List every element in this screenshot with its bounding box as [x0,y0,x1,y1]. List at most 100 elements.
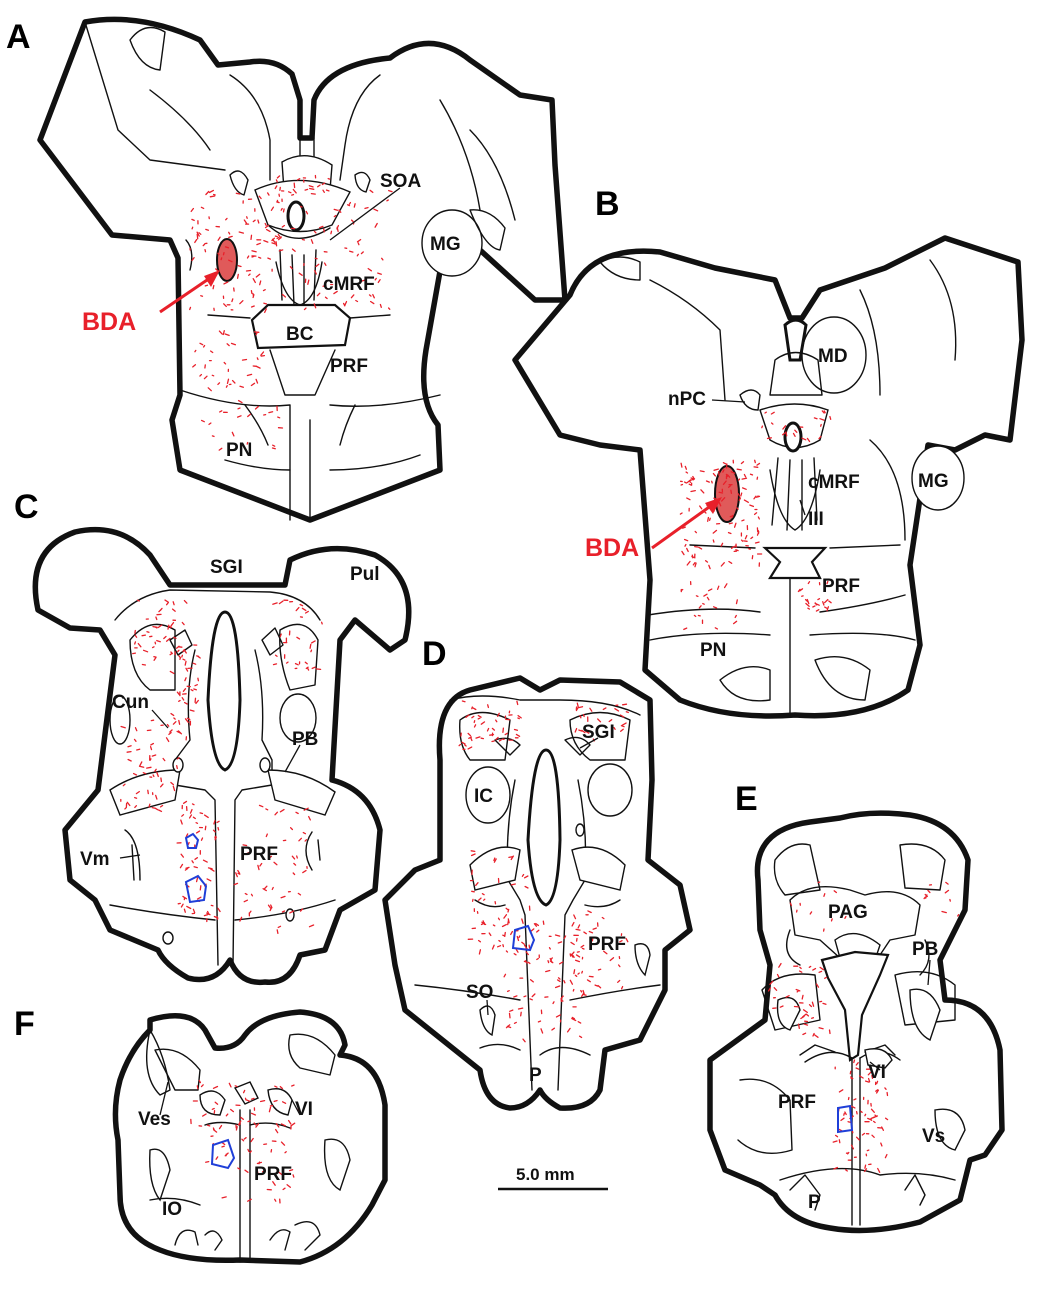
panel-f-retrograde-region [210,1138,236,1170]
labeled-fiber-mark [692,562,696,566]
labeled-fiber-mark [155,616,158,621]
labeled-fiber-mark [247,1198,252,1202]
labeled-fiber-mark [743,499,749,503]
labeled-fiber-mark [806,437,811,443]
labeled-fiber-mark [191,803,195,806]
labeled-fiber-mark [152,774,155,778]
labeled-fiber-mark [163,635,167,640]
labeled-fiber-mark [736,468,742,471]
labeled-fiber-mark [212,284,215,290]
labeled-fiber-mark [851,1105,856,1109]
labeled-fiber-mark [754,541,760,544]
labeled-fiber-mark [467,732,472,737]
labeled-fiber-mark [740,492,743,497]
labeled-fiber-mark [498,739,502,742]
labeled-fiber-mark [180,903,184,908]
labeled-fiber-mark [207,387,212,392]
panel-a-injection-site [216,238,238,282]
labeled-fiber-mark [756,462,761,466]
labeled-fiber-mark [165,737,170,743]
labeled-fiber-mark [218,330,223,335]
labeled-fiber-mark [325,189,330,192]
labeled-fiber-mark [245,1099,251,1102]
labeled-fiber-mark [811,1001,815,1007]
labeled-fiber-mark [782,425,787,430]
labeled-fiber-mark [782,432,786,436]
labeled-fiber-mark [801,994,804,1000]
labeled-fiber-mark [738,497,742,502]
labeled-fiber-mark [792,432,796,437]
labeled-fiber-mark [584,730,590,734]
labeled-fiber-mark [132,772,138,776]
labeled-fiber-mark [737,478,741,481]
labeled-fiber-mark [159,783,164,788]
labeled-fiber-mark [276,175,281,179]
labeled-fiber-mark [573,969,576,975]
labeled-fiber-mark [226,343,230,347]
labeled-fiber-mark [135,790,140,795]
labeled-fiber-mark [855,1136,861,1141]
labeled-fiber-mark [196,233,199,240]
labeled-fiber-mark [147,789,149,795]
labeled-fiber-mark [804,598,809,603]
labeled-fiber-mark [575,954,581,958]
labeled-fiber-mark [621,703,628,706]
labeled-fiber-mark [262,289,266,292]
panel-c-retrograde-region-2 [184,874,208,904]
labeled-fiber-mark [238,231,245,234]
labeled-fiber-mark [258,256,262,259]
labeled-fiber-mark [840,1117,845,1122]
labeled-fiber-mark [200,206,205,210]
labeled-fiber-mark [536,957,539,961]
labeled-fiber-mark [250,1112,257,1116]
labeled-fiber-mark [749,504,755,508]
labeled-fiber-mark [333,290,338,295]
labeled-fiber-mark [488,932,492,937]
labeled-fiber-mark [727,484,732,488]
labeled-fiber-mark [356,238,362,243]
labeled-fiber-mark [178,699,181,702]
labeled-fiber-mark [243,1137,247,1140]
labeled-fiber-mark [731,514,734,519]
labeled-fiber-mark [470,853,476,857]
labeled-fiber-mark [223,303,227,308]
panel-b-outline [512,235,1025,719]
labeled-fiber-mark [794,429,798,433]
labeled-fiber-mark [625,711,629,714]
labeled-fiber-mark [276,236,280,240]
labeled-fiber-mark [617,979,621,983]
labeled-fiber-mark [699,470,705,473]
labeled-fiber-mark [241,358,248,361]
labeled-fiber-mark [183,599,188,604]
labeled-fiber-mark [272,444,276,447]
labeled-fiber-mark [521,918,524,924]
labeled-fiber-mark [608,719,613,723]
labeled-fiber-mark [242,1089,246,1094]
labeled-fiber-mark [225,217,228,221]
labeled-fiber-mark [826,606,830,612]
labeled-fiber-mark [813,417,818,420]
labeled-fiber-mark [487,704,490,709]
labeled-fiber-mark [295,606,300,612]
labeled-fiber-mark [785,995,790,998]
labeled-fiber-mark [133,738,137,742]
labeled-fiber-mark [295,811,299,815]
labeled-fiber-mark [875,1089,879,1092]
labeled-fiber-mark [280,1123,287,1127]
labeled-fiber-mark [510,883,516,886]
labeled-fiber-mark [274,1198,277,1202]
labeled-fiber-mark [257,864,260,871]
labeled-fiber-mark [122,783,126,787]
labeled-fiber-mark [516,935,520,942]
labeled-fiber-mark [344,300,348,307]
labeled-fiber-mark [209,868,215,872]
labeled-fiber-mark [799,588,804,592]
labeled-fiber-mark [162,757,166,762]
labeled-fiber-mark [832,1140,838,1143]
labeled-fiber-mark [683,481,688,484]
label-bda: BDA [82,308,136,336]
labeled-fiber-mark [158,609,162,613]
labeled-fiber-mark [304,661,308,665]
labeled-fiber-mark [517,714,522,719]
labeled-fiber-mark [274,185,278,190]
